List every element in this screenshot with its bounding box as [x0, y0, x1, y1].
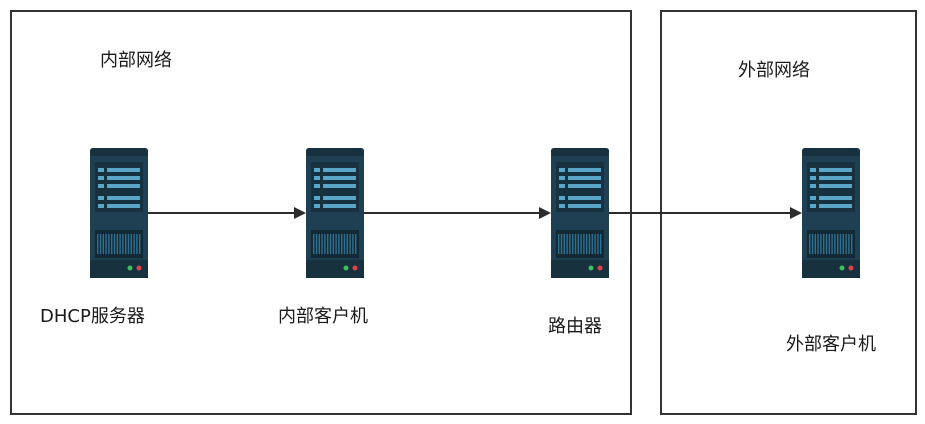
internal-client-server-icon	[306, 148, 364, 278]
router-server-icon	[551, 148, 609, 278]
external-client-label: 外部客户机	[786, 334, 876, 355]
external-client-server-icon	[802, 148, 860, 278]
internal-network-title: 内部网络	[100, 50, 172, 71]
dhcp-server-label: DHCP服务器	[40, 306, 145, 327]
internal-client-label: 内部客户机	[278, 306, 368, 327]
dhcp-server-icon	[90, 148, 148, 278]
router-label: 路由器	[548, 316, 602, 337]
external-network-title: 外部网络	[738, 60, 810, 81]
